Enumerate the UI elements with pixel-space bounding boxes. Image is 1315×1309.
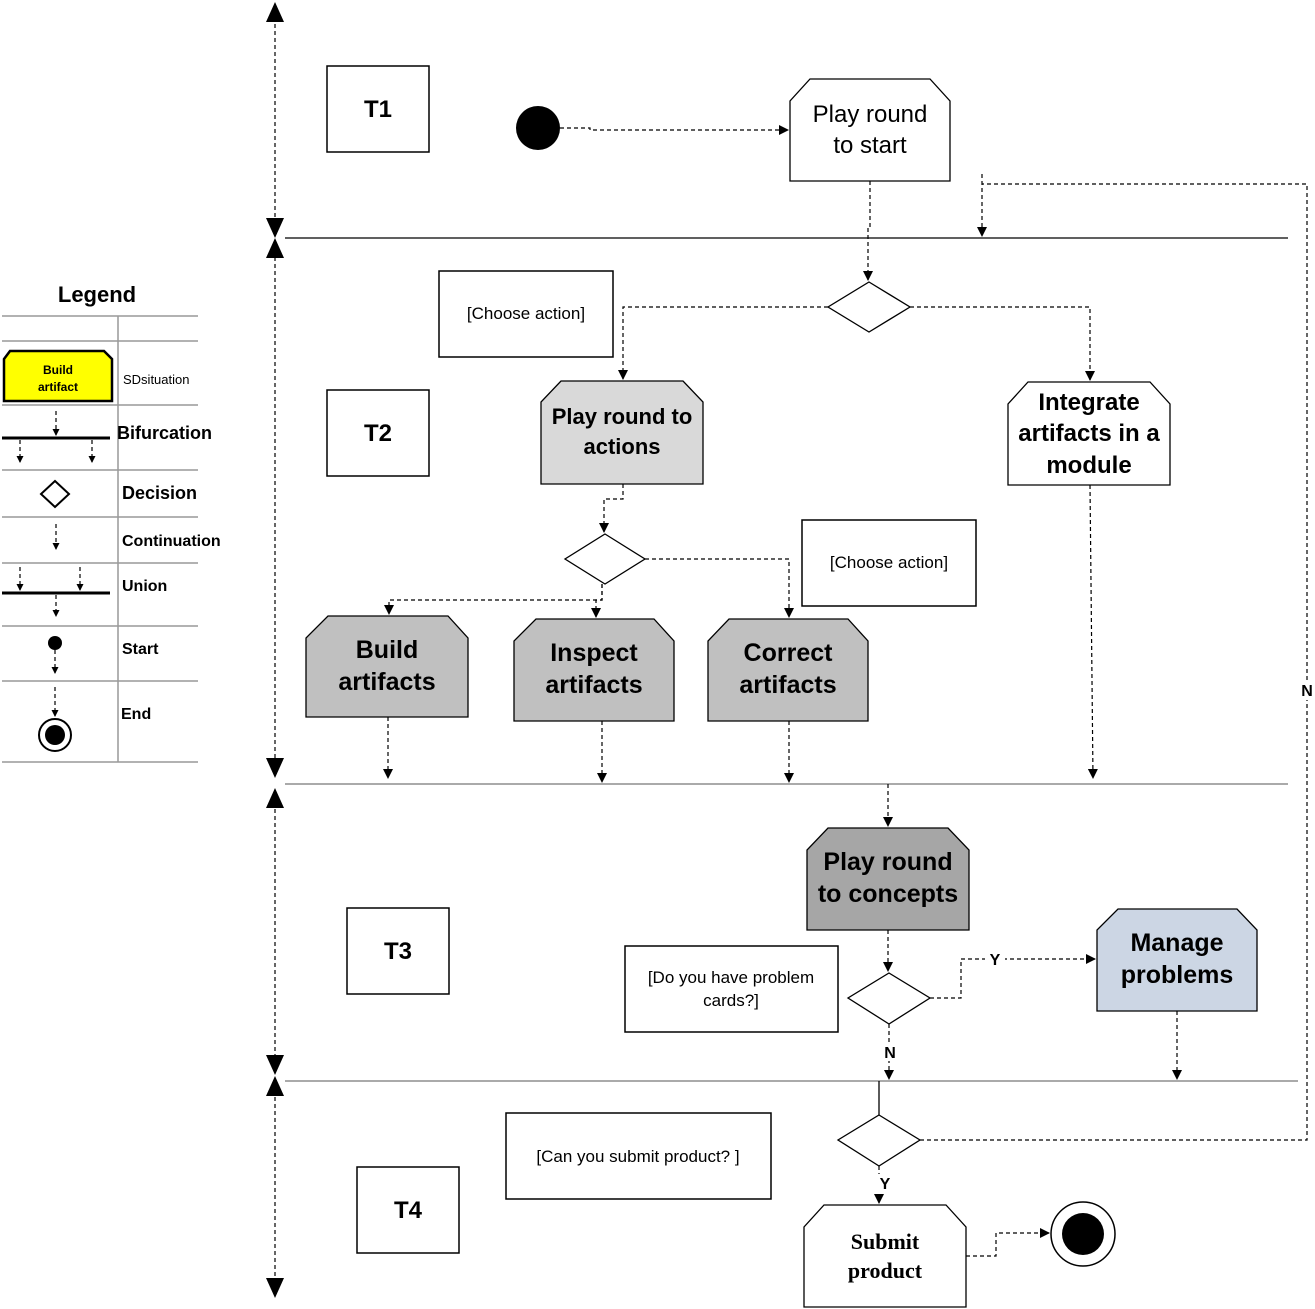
edge-integrate-to-union — [1087, 484, 1098, 779]
edge-label-n-down: N — [884, 1045, 896, 1062]
notes: [Choose action] [Choose action] [Do you … — [438, 270, 977, 1200]
lane-axes — [266, 2, 1298, 1298]
edge-start-to-play — [560, 125, 789, 135]
legend-title: Legend — [58, 282, 136, 307]
node-submit-product — [803, 1204, 967, 1308]
node-build-line2: artifacts — [338, 668, 435, 696]
node-integrate-line3: module — [1046, 452, 1131, 479]
lane-label-t2: T2 — [364, 420, 392, 447]
node-correct-line1: Correct — [744, 639, 834, 667]
activity-nodes: Play round to start Play round to action… — [305, 78, 1258, 1308]
edge-decision3-to-manage — [930, 954, 1096, 999]
decision-choose-action-1 — [826, 281, 912, 333]
node-play-round-actions-line2: actions — [583, 434, 660, 459]
edge-label-y-submit: Y — [880, 1176, 891, 1193]
edge-decision2-to-correct — [645, 558, 794, 618]
node-inspect-artifacts — [513, 618, 675, 722]
lane-label-t3: T3 — [384, 938, 412, 965]
legend-sd-box-line1: Build — [43, 363, 73, 377]
legend-sd-box-line2: artifact — [38, 380, 78, 394]
decision-problem-cards — [846, 972, 932, 1025]
legend-decision-icon — [39, 479, 71, 509]
node-concepts-line1: Play round — [823, 848, 952, 876]
edge-decision4-loop-back — [920, 183, 1308, 1141]
node-play-round-actions-line1: Play round to — [552, 404, 693, 429]
note-choose-action-1-text: [Choose action] — [467, 304, 585, 323]
legend-sd-situation-label: SDsituation — [123, 372, 189, 387]
node-play-round-start-line2: to start — [833, 132, 907, 159]
edge-decision2-to-inspect — [591, 584, 603, 618]
note-problem-cards-line2: cards?] — [703, 991, 759, 1010]
legend-end-label: End — [121, 706, 151, 723]
legend: Legend Build artifact SDsituation Bifurc… — [2, 282, 221, 763]
legend-decision-label: Decision — [122, 483, 197, 503]
node-play-round-concepts — [806, 827, 970, 931]
decision-submit-product — [836, 1114, 922, 1167]
edge-labels: Y N Y N — [875, 680, 1315, 1193]
note-submit-question-text: [Can you submit product? ] — [536, 1147, 739, 1166]
node-inspect-line2: artifacts — [545, 671, 642, 699]
edge-label-y-manage: Y — [990, 952, 1001, 969]
legend-start-icon — [48, 636, 62, 650]
start-node — [516, 106, 560, 150]
legend-sd-situation-shape — [2, 349, 114, 403]
node-play-round-actions — [540, 380, 704, 485]
edge-play-to-decision1 — [863, 181, 873, 281]
node-play-round-start-line1: Play round — [813, 101, 928, 128]
lane-label-t3-box — [346, 907, 450, 995]
note-submit-question — [505, 1112, 772, 1200]
node-integrate-line1: Integrate — [1038, 389, 1139, 416]
node-manage-problems — [1096, 908, 1258, 1012]
edge-decision1-to-actions — [618, 306, 828, 380]
lane-label-t4-box — [356, 1166, 460, 1254]
node-submit-line2: product — [848, 1258, 923, 1283]
edge-decision2-to-build — [384, 584, 603, 615]
node-build-artifacts — [305, 615, 469, 718]
note-problem-cards-line1: [Do you have problem — [648, 968, 814, 987]
edge-label-n-loop: N — [1301, 683, 1313, 700]
lane-labels: T1 T2 T3 T4 — [326, 65, 460, 1254]
legend-start-label: Start — [122, 641, 159, 658]
legend-bifurcation-label: Bifurcation — [117, 423, 212, 443]
legend-continuation-label: Continuation — [122, 533, 221, 550]
node-submit-line1: Submit — [851, 1229, 920, 1254]
node-manage-line2: problems — [1121, 961, 1234, 989]
edge-actions-to-decision2 — [599, 484, 624, 533]
node-play-round-start — [789, 78, 951, 182]
note-problem-cards — [624, 945, 839, 1033]
node-build-line1: Build — [356, 636, 419, 664]
edges — [383, 125, 1308, 1257]
decision-choose-action-2 — [563, 533, 647, 585]
lane-label-t2-box — [326, 389, 430, 477]
node-integrate-artifacts — [1007, 381, 1171, 486]
legend-union-label: Union — [122, 578, 167, 595]
note-choose-action-1 — [438, 270, 614, 358]
edge-decision1-to-integrate — [910, 306, 1095, 381]
node-correct-artifacts — [707, 618, 869, 722]
node-correct-line2: artifacts — [739, 671, 836, 699]
node-integrate-line2: artifacts in a — [1018, 420, 1160, 447]
note-choose-action-2-text: [Choose action] — [830, 553, 948, 572]
lane-label-t4: T4 — [394, 1197, 423, 1224]
lane-label-t1-box — [326, 65, 430, 153]
node-manage-line1: Manage — [1130, 929, 1223, 957]
note-choose-action-2 — [801, 519, 977, 607]
node-inspect-line1: Inspect — [550, 639, 638, 667]
edge-submit-to-end — [966, 1228, 1050, 1257]
node-concepts-line2: to concepts — [818, 880, 958, 908]
lane-label-t1: T1 — [364, 96, 392, 123]
